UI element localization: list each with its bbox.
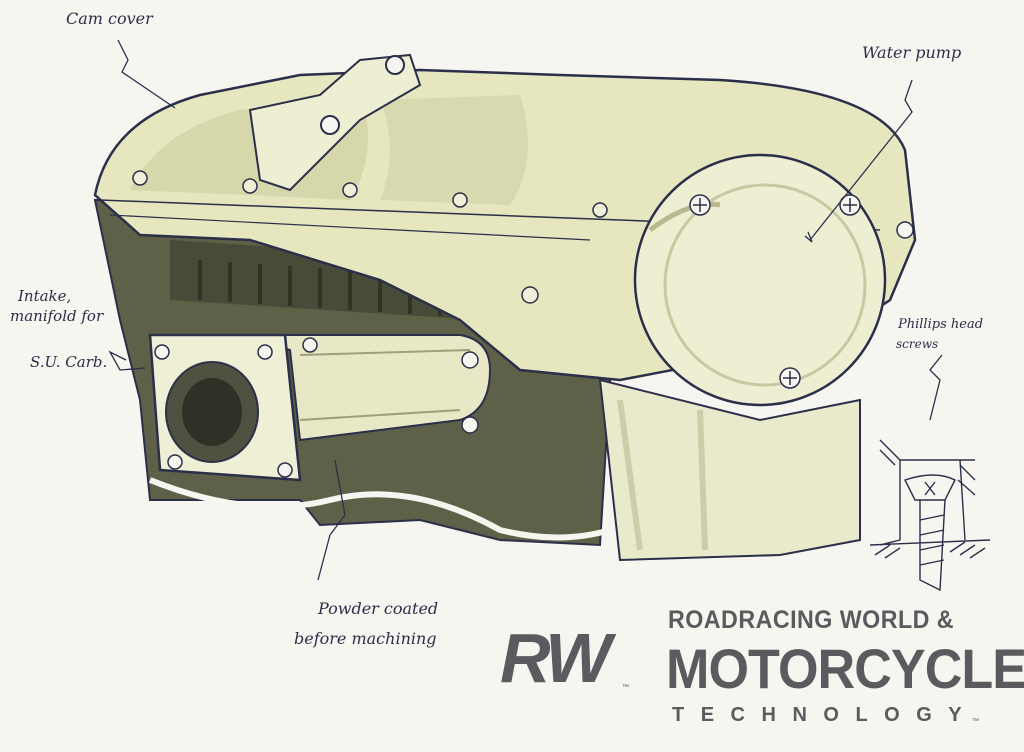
- leader-lines: [108, 39, 943, 581]
- label-phillips-line1: Phillips head: [898, 317, 984, 332]
- water-pump-cover: [633, 153, 914, 407]
- rw-logo-mark: RW: [500, 619, 611, 697]
- logo-technology: TECHNOLOGY: [672, 704, 979, 726]
- lower-case: [598, 378, 861, 562]
- label-powder-line2: before machining: [294, 629, 437, 648]
- label-intake-line3: S.U. Carb.: [30, 353, 108, 371]
- label-cam-cover: Cam cover: [66, 9, 153, 28]
- phillips-screw-detail: [869, 439, 991, 592]
- rw-trademark: ™: [622, 684, 629, 691]
- label-intake-line1: Intake,: [18, 287, 72, 305]
- label-intake-line2: manifold for: [10, 307, 104, 325]
- logo-motorcycle: MOTORCYCLE: [666, 637, 1024, 700]
- label-powder-line1: Powder coated: [318, 599, 439, 618]
- label-water-pump: Water pump: [862, 43, 962, 62]
- logo-roadracing-world: ROADRACING WORLD &: [668, 606, 955, 634]
- label-phillips-line2: screws: [896, 337, 939, 351]
- intake-manifold: [148, 333, 492, 482]
- logo-trademark: ™: [972, 718, 979, 725]
